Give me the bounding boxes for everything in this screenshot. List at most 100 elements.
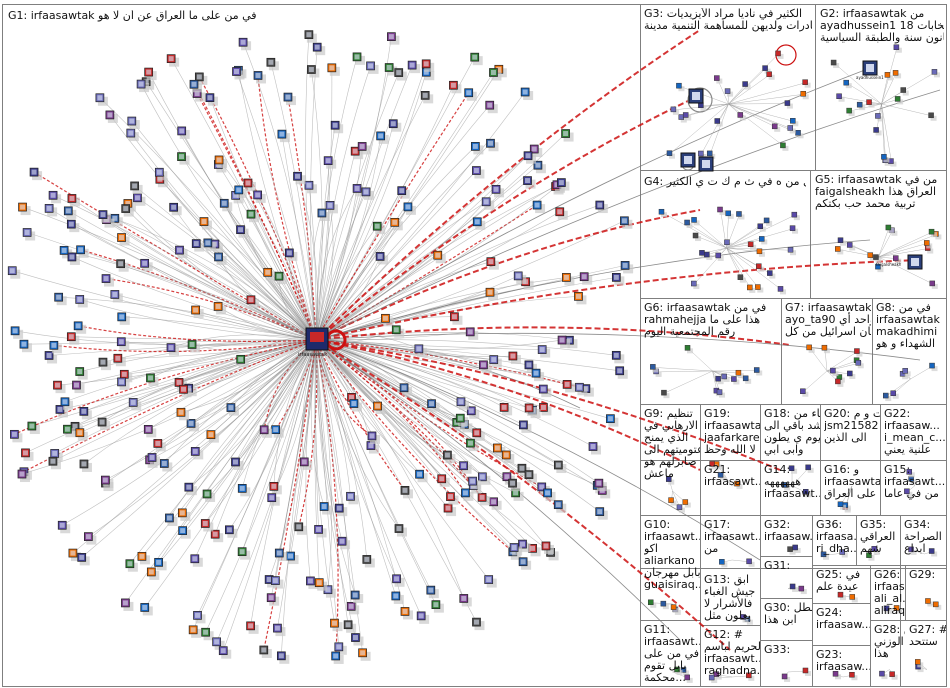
group-label-g10: G10: irfaasawt... اكو aliarkano بابل مهر…: [644, 519, 700, 591]
graph-node: [416, 611, 430, 624]
graph-edge: [726, 247, 782, 290]
graph-node: [787, 125, 796, 134]
graph-edge: [878, 256, 933, 285]
graph-node: [358, 648, 371, 661]
graph-node: [346, 491, 359, 505]
graph-edge: [144, 263, 317, 341]
graph-edge: [664, 370, 713, 394]
graph-node: [225, 525, 238, 538]
graph-node: [127, 116, 140, 130]
graph-edge: [241, 339, 317, 552]
graph-node: [392, 574, 405, 587]
graph-node: [390, 217, 403, 231]
graph-node: [246, 621, 259, 634]
graph-edge: [169, 339, 317, 519]
graph-node: [304, 30, 317, 43]
graph-edge: [315, 339, 400, 529]
graph-node: [929, 280, 938, 289]
graph-node: [472, 617, 485, 631]
graph-edge: [701, 103, 729, 155]
group-label-g12: G12: # الحريم لباسم irfaasawt... raghadn…: [704, 629, 760, 677]
graph-node: [376, 131, 389, 144]
graph-node: [747, 284, 756, 293]
graph-node: [875, 263, 884, 273]
graph-edge: [728, 103, 799, 134]
graph-edge: [712, 370, 718, 392]
graph-node: [189, 79, 202, 93]
graph-edge: [64, 250, 317, 341]
graph-edge: [315, 331, 570, 341]
graph-node: [849, 594, 858, 603]
graph-edge: [881, 73, 897, 105]
graph-node: [27, 421, 40, 435]
graph-node: [294, 522, 307, 535]
graph-node: [219, 198, 233, 212]
graph-edge: [205, 339, 317, 633]
group-label-g28: G28: من الوزني هذا: [874, 624, 905, 660]
graph-node: [650, 364, 659, 373]
graph-node: [906, 469, 915, 478]
graph-edge: [315, 57, 475, 341]
graph-edge: [315, 339, 397, 579]
graph-node: [611, 350, 625, 364]
graph-edge: [315, 72, 494, 341]
graph-node: [243, 178, 256, 191]
graph-node: [267, 493, 280, 506]
graph-node: [117, 377, 130, 390]
graph-node: [670, 106, 679, 115]
graph-edge: [315, 95, 426, 341]
graph-node: [539, 403, 552, 416]
graph-node: [691, 217, 700, 226]
graph-edge: [728, 82, 806, 105]
graph-node: [477, 472, 491, 485]
graph-edge-long: [315, 339, 701, 471]
graph-node: [176, 407, 189, 421]
graph-node: [399, 383, 413, 396]
graph-edge: [886, 378, 911, 397]
group-label-g21: G21: irfaasawt...: [704, 464, 760, 488]
graph-edge: [833, 62, 882, 105]
graph-node: [362, 555, 375, 568]
graph-node: [73, 321, 87, 334]
graph-node: [929, 362, 938, 372]
graph-edge: [121, 316, 317, 341]
graph-node: [915, 659, 924, 668]
graph-node: [352, 52, 366, 65]
graph-node: [836, 93, 845, 102]
group-label-g2: G2: irfaasawtak من ayadhussein1 الانتخاب…: [820, 8, 944, 44]
graph-node: [75, 367, 88, 380]
graph-node: [66, 332, 80, 345]
graph-node: [68, 548, 81, 562]
graph-edge: [263, 339, 317, 651]
graph-node: [63, 206, 77, 219]
graph-edge: [23, 339, 317, 345]
graph-node: [304, 180, 317, 194]
graph-node: [391, 591, 404, 604]
graph-node: [187, 340, 201, 353]
graph-node: [676, 504, 685, 513]
graph-node: [879, 670, 888, 680]
group-label-g7: G7: irfaasawtak الحشد ayo_ta90 على واحد …: [785, 302, 871, 338]
graph-edge: [76, 339, 317, 386]
graph-node: [867, 252, 876, 261]
graph-edge: [803, 370, 828, 392]
graph-node: [259, 645, 272, 658]
graph-node: [904, 488, 913, 497]
group-label-g1: G1: irfaasawtak في من على ما العراق عن أ…: [8, 10, 257, 22]
graph-node: [352, 184, 366, 197]
graph-edge: [726, 247, 760, 253]
graph-node: [781, 482, 791, 491]
graph-node: [562, 273, 575, 286]
graph-node: [206, 430, 219, 443]
graph-node: [350, 146, 364, 160]
graph-node: [725, 210, 734, 219]
graph-node: [194, 72, 208, 85]
graph-node: [706, 150, 716, 159]
graph-node: [334, 503, 348, 517]
graph-node: [737, 112, 746, 121]
graph-edge: [273, 339, 317, 487]
graph-node: [236, 225, 249, 238]
graph-node: [121, 598, 134, 611]
graph-node: [806, 344, 815, 353]
graph-node: [437, 474, 450, 487]
